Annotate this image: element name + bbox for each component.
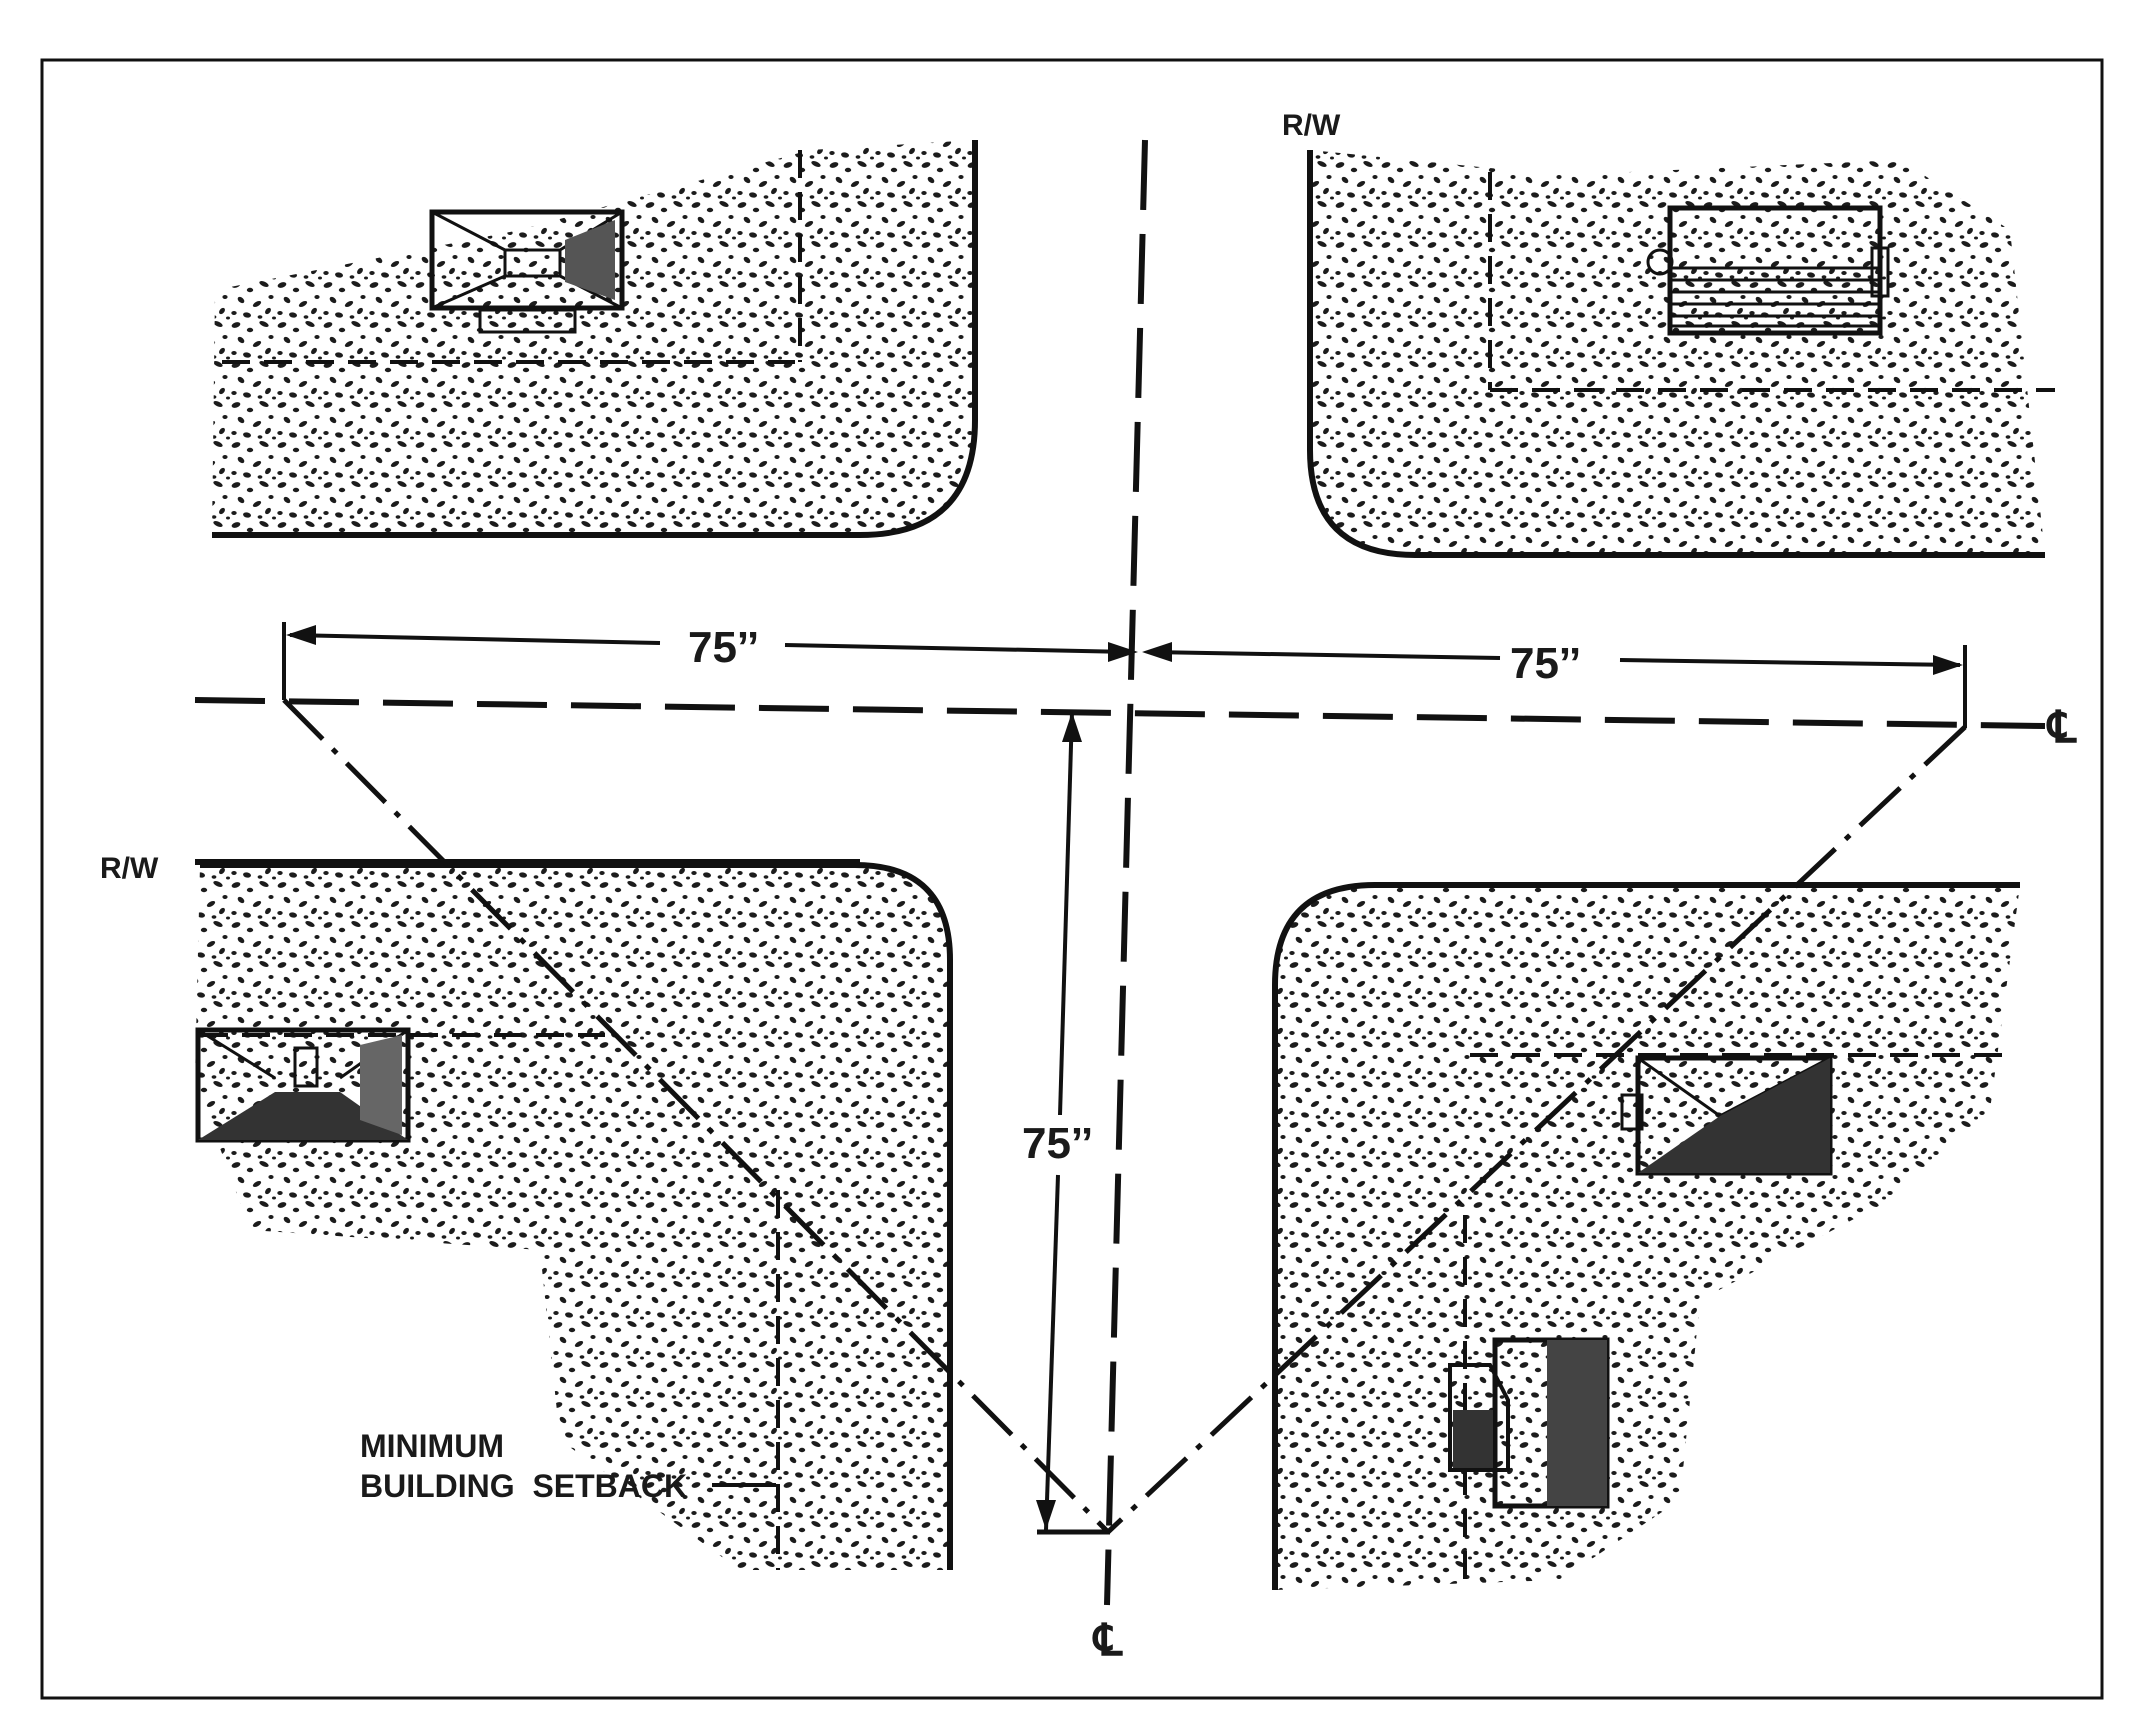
arrowhead bbox=[1108, 642, 1138, 662]
dimension-top: 75ˮ 75ˮ bbox=[282, 622, 1967, 728]
dimension-line-vertical-a bbox=[1058, 711, 1074, 1116]
centerline-label-bottom: ℄ bbox=[1092, 1616, 1123, 1665]
dimension-line-right-a bbox=[1149, 650, 1501, 660]
arrowhead bbox=[1036, 1500, 1056, 1530]
centerline-horizontal bbox=[194, 697, 2046, 729]
lot-bottom-right bbox=[1272, 882, 2020, 1590]
centerline-vertical bbox=[1104, 139, 1148, 1606]
house-bottom-right-2 bbox=[1448, 1337, 1610, 1509]
curb-bottom-left bbox=[200, 862, 953, 1570]
sight-line-left bbox=[282, 698, 1110, 1534]
lot-top-left-area bbox=[212, 140, 975, 535]
sight-triangle bbox=[282, 698, 1967, 1535]
curb-bottom-right bbox=[1272, 882, 2020, 1590]
dimension-line-vertical-b bbox=[1044, 1174, 1060, 1531]
lot-top-right-area bbox=[1310, 150, 2045, 555]
dimension-label-left: 75ˮ bbox=[688, 623, 759, 672]
dimension-vertical: 75ˮ bbox=[1022, 711, 1093, 1531]
lot-bottom-left-area bbox=[195, 865, 950, 1570]
minimum-building-setback-note: MINIMUM BUILDING SETBACK bbox=[360, 1428, 776, 1504]
curb-top-left bbox=[212, 140, 978, 538]
dimension-line-left-a bbox=[289, 633, 661, 645]
sight-line-right bbox=[1106, 725, 1967, 1534]
arrowhead bbox=[1933, 655, 1963, 675]
setback-note-line2: BUILDING SETBACK bbox=[360, 1468, 687, 1504]
curb-top-right bbox=[1307, 150, 2045, 558]
arrowhead bbox=[286, 625, 316, 645]
centerline-label-right: ℄ bbox=[2046, 703, 2077, 752]
frame bbox=[40, 58, 2104, 1700]
lot-bottom-left: MINIMUM BUILDING SETBACK bbox=[195, 862, 953, 1570]
arrowhead bbox=[1142, 642, 1172, 662]
house-top-right bbox=[1646, 205, 1890, 336]
arrowhead bbox=[1062, 712, 1082, 742]
house-bottom-left bbox=[195, 1027, 411, 1143]
lot-bottom-right-area bbox=[1275, 885, 2020, 1590]
house-top-left bbox=[429, 209, 625, 334]
row-label-top: R/W bbox=[1282, 109, 1341, 142]
row-label-left: R/W bbox=[100, 852, 159, 885]
house-bottom-right-1 bbox=[1620, 1055, 1833, 1176]
dimension-line-left-b bbox=[784, 643, 1131, 654]
dimension-label-right: 75ˮ bbox=[1510, 639, 1581, 688]
dimension-line-right-b bbox=[1619, 658, 1961, 667]
setback-note-line1: MINIMUM bbox=[360, 1428, 504, 1464]
lot-top-right bbox=[1307, 150, 2055, 558]
dimension-label-vertical: 75ˮ bbox=[1022, 1119, 1093, 1168]
lot-top-left bbox=[212, 140, 978, 538]
